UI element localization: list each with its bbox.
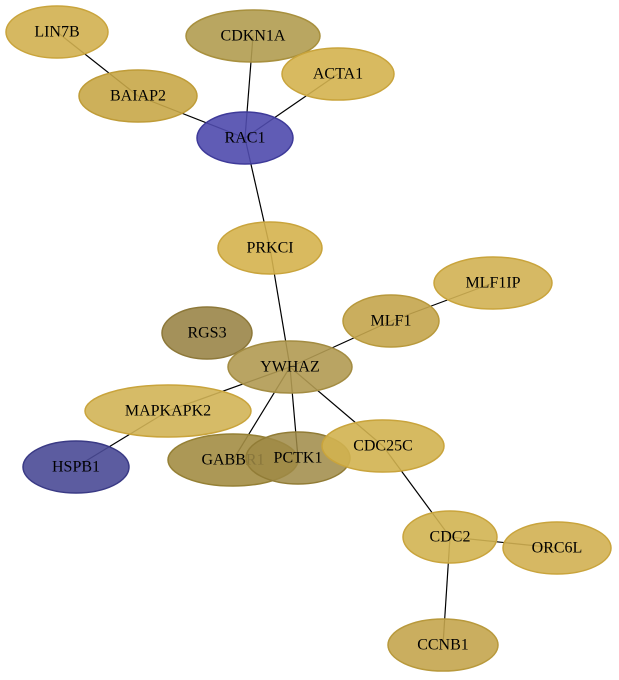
node-shape-baiap2[interactable] <box>78 69 198 123</box>
node-shape-cdc25c[interactable] <box>321 419 445 473</box>
node-cdc25c[interactable]: CDC25C <box>321 419 445 473</box>
node-label-baiap2: BAIAP2 <box>110 88 166 105</box>
node-label-cdc25c: CDC25C <box>353 438 413 455</box>
node-shape-mapkapk2[interactable] <box>84 384 252 438</box>
node-acta1[interactable]: ACTA1 <box>281 47 395 101</box>
node-prkci[interactable]: PRKCI <box>217 221 323 275</box>
node-shape-cdc2[interactable] <box>402 510 498 564</box>
node-rac1[interactable]: RAC1 <box>196 111 294 165</box>
node-label-cdkn1a: CDKN1A <box>221 28 286 45</box>
node-shape-lin7b[interactable] <box>5 5 109 59</box>
node-label-mlf1ip: MLF1IP <box>465 275 520 292</box>
node-label-mlf1: MLF1 <box>371 313 412 330</box>
node-shape-acta1[interactable] <box>281 47 395 101</box>
node-label-ccnb1: CCNB1 <box>417 637 469 654</box>
node-orc6l[interactable]: ORC6L <box>502 521 612 575</box>
node-label-rac1: RAC1 <box>225 130 266 147</box>
node-rgs3[interactable]: RGS3 <box>161 306 253 360</box>
node-mlf1ip[interactable]: MLF1IP <box>433 256 553 310</box>
node-label-mapkapk2: MAPKAPK2 <box>125 403 211 420</box>
node-shape-mlf1[interactable] <box>342 294 440 348</box>
node-shape-cdkn1a[interactable] <box>185 9 321 63</box>
node-ywhaz[interactable]: YWHAZ <box>227 340 353 394</box>
node-label-rgs3: RGS3 <box>187 325 226 342</box>
node-shape-rgs3[interactable] <box>161 306 253 360</box>
node-label-cdc2: CDC2 <box>430 529 471 546</box>
node-hspb1[interactable]: HSPB1 <box>22 440 130 494</box>
node-baiap2[interactable]: BAIAP2 <box>78 69 198 123</box>
node-shape-ywhaz[interactable] <box>227 340 353 394</box>
node-lin7b[interactable]: LIN7B <box>5 5 109 59</box>
node-shape-prkci[interactable] <box>217 221 323 275</box>
node-cdkn1a[interactable]: CDKN1A <box>185 9 321 63</box>
node-shape-orc6l[interactable] <box>502 521 612 575</box>
node-label-acta1: ACTA1 <box>313 66 363 83</box>
node-cdc2[interactable]: CDC2 <box>402 510 498 564</box>
node-label-orc6l: ORC6L <box>532 540 583 557</box>
node-label-ywhaz: YWHAZ <box>260 359 320 376</box>
node-shape-hspb1[interactable] <box>22 440 130 494</box>
node-label-pctk1: PCTK1 <box>274 450 323 467</box>
node-mlf1[interactable]: MLF1 <box>342 294 440 348</box>
node-label-lin7b: LIN7B <box>34 24 79 41</box>
node-label-hspb1: HSPB1 <box>52 459 100 476</box>
node-shape-ccnb1[interactable] <box>387 618 499 672</box>
node-mapkapk2[interactable]: MAPKAPK2 <box>84 384 252 438</box>
node-shape-rac1[interactable] <box>196 111 294 165</box>
node-ccnb1[interactable]: CCNB1 <box>387 618 499 672</box>
node-label-prkci: PRKCI <box>246 240 293 257</box>
node-shape-mlf1ip[interactable] <box>433 256 553 310</box>
